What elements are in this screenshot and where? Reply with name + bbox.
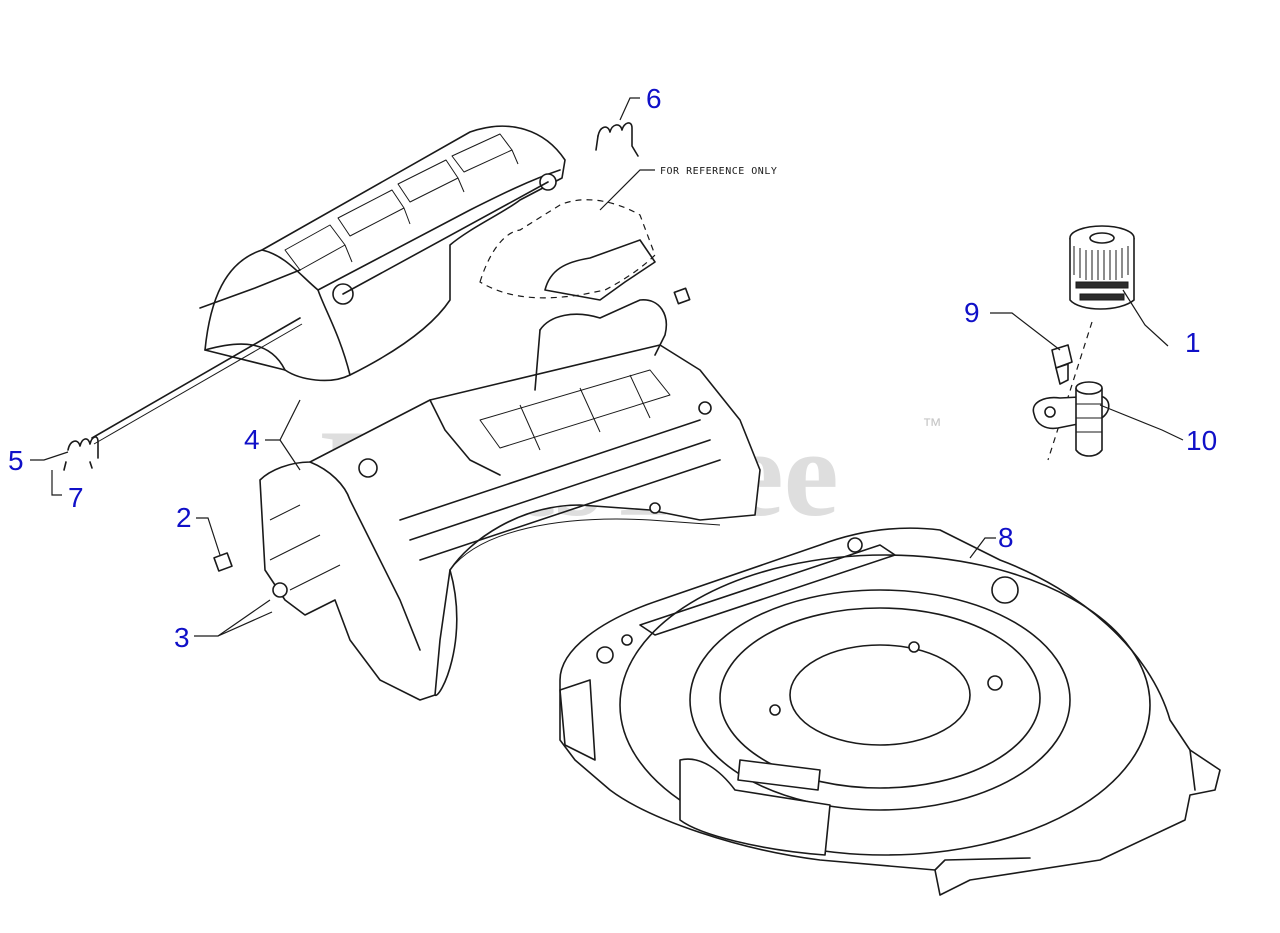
leader-4 [265,399,301,441]
hinge-rod-edge [93,323,303,445]
height-knob-part [1069,225,1135,310]
screw-part-9 [1051,344,1073,385]
callout-labels: 1 2 3 4 5 6 7 8 9 10 [8,83,1217,653]
torsion-spring-6 [595,122,639,157]
nut-part-2 [213,552,233,572]
callout-6[interactable]: 6 [646,83,662,114]
leader-3b [217,611,273,637]
leader-10 [1099,404,1184,441]
callout-5[interactable]: 5 [8,445,24,476]
callout-1[interactable]: 1 [1185,327,1201,358]
leader-6 [619,97,640,121]
callout-10[interactable]: 10 [1186,425,1217,456]
reference-note: FOR REFERENCE ONLY [660,166,777,177]
callout-4[interactable]: 4 [244,424,260,455]
leader-9 [990,312,1061,351]
centerline [1047,321,1093,461]
mower-deck-part [559,527,1221,896]
shaft-mount-part-10 [1032,381,1110,457]
reference-chute [479,199,656,301]
callout-7[interactable]: 7 [68,482,84,513]
callout-3[interactable]: 3 [174,622,190,653]
callout-9[interactable]: 9 [964,297,980,328]
leader-8 [969,537,996,559]
rear-cover-part [199,125,566,382]
torsion-spring-7 [63,436,99,471]
leader-7 [51,470,62,496]
leader-5 [30,451,69,461]
callout-2[interactable]: 2 [176,502,192,533]
nut-small [673,287,691,305]
leader-4b [279,439,301,471]
leader-note [599,169,655,211]
callout-8[interactable]: 8 [998,522,1014,553]
hinge-rod [91,317,301,439]
watermark-trademark: ™ [922,415,942,437]
leader-1 [1122,289,1169,347]
leader-lines [30,97,1184,637]
rear-frame-part [259,299,761,701]
leader-2 [196,517,221,556]
